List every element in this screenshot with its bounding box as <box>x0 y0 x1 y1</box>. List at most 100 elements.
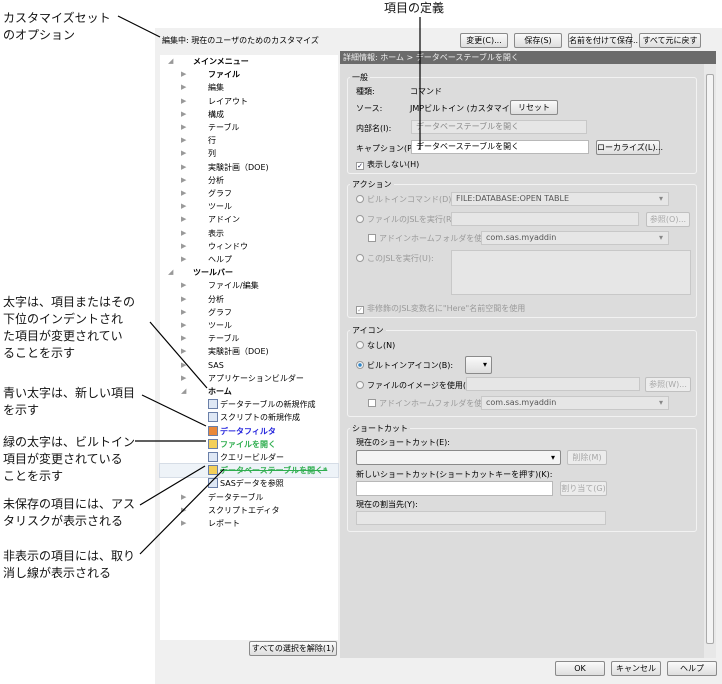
customization-tree[interactable]: ◢メインメニュー▶ファイル▶編集▶レイアウト▶構成▶テーブル▶行▶列▶実験計画（… <box>159 55 339 640</box>
collapsed-arrow-icon[interactable]: ▶ <box>181 347 187 356</box>
localize-button[interactable]: ローカライズ(L)... <box>596 140 663 155</box>
clear-selection-button[interactable]: すべての選択を解除(1) <box>249 641 337 656</box>
help-button[interactable]: ヘルプ <box>667 661 717 676</box>
tree-item[interactable]: ▶グラフ <box>160 187 338 200</box>
tree-item[interactable]: ▶行 <box>160 134 338 147</box>
collapsed-arrow-icon[interactable]: ▶ <box>181 241 187 250</box>
collapsed-arrow-icon[interactable]: ▶ <box>181 96 187 105</box>
collapsed-arrow-icon[interactable]: ▶ <box>181 519 187 527</box>
tree-item[interactable]: ▶ファイル/編集 <box>160 279 338 292</box>
collapsed-arrow-icon[interactable]: ▶ <box>181 334 187 343</box>
tree-item[interactable]: ▶テーブル <box>160 121 338 134</box>
tree-item[interactable]: ▶レポート <box>160 517 338 530</box>
tree-item[interactable]: ▶ツール <box>160 200 338 213</box>
hide-checkbox[interactable]: ✓表示しない(H) <box>356 160 420 170</box>
tree-item[interactable]: データベーステーブルを開く* <box>159 463 339 479</box>
tree-item[interactable]: ▶ヘルプ <box>160 253 338 266</box>
file-jsl-field[interactable] <box>451 212 639 226</box>
save-as-button[interactable]: 名前を付けて保存... <box>568 33 641 48</box>
tree-item[interactable]: ▶レイアウト <box>160 95 338 108</box>
collapsed-arrow-icon[interactable]: ▶ <box>181 136 187 145</box>
icon-none-radio[interactable]: なし(N) <box>356 340 395 351</box>
collapsed-arrow-icon[interactable]: ▶ <box>181 175 187 184</box>
tree-item[interactable]: ▶列 <box>160 147 338 160</box>
tree-item[interactable]: ◢ホーム <box>160 385 338 398</box>
tree-item[interactable]: ▶実験計画（DOE) <box>160 345 338 358</box>
collapsed-arrow-icon[interactable]: ▶ <box>181 228 187 237</box>
tree-item[interactable]: SASデータを参照 <box>160 477 338 490</box>
tree-item[interactable]: ▶実験計画（DOE) <box>160 161 338 174</box>
tree-item[interactable]: ファイルを開く <box>160 438 338 451</box>
tree-item[interactable]: ▶SAS <box>160 359 338 372</box>
tree-item[interactable]: ▶分析 <box>160 293 338 306</box>
image-file-field[interactable] <box>466 377 640 391</box>
tree-item[interactable]: スクリプトの新規作成 <box>160 411 338 424</box>
cancel-button[interactable]: キャンセル <box>611 661 661 676</box>
tree-item[interactable]: データテーブルの新規作成 <box>160 398 338 411</box>
jsl-script-textarea[interactable] <box>451 250 691 295</box>
current-shortcut-dropdown[interactable]: ▾ <box>356 450 561 465</box>
tree-item[interactable]: ▶テーブル <box>160 332 338 345</box>
collapsed-arrow-icon[interactable]: ▶ <box>181 109 187 118</box>
tree-item[interactable]: ◢メインメニュー <box>160 55 338 68</box>
scrollbar-thumb[interactable] <box>706 74 714 644</box>
tree-item[interactable]: ▶グラフ <box>160 306 338 319</box>
collapsed-arrow-icon[interactable]: ▶ <box>181 149 187 158</box>
change-button[interactable]: 変更(C)... <box>460 33 508 48</box>
collapsed-arrow-icon[interactable]: ▶ <box>181 162 187 171</box>
ok-button[interactable]: OK <box>555 661 605 676</box>
caption-field[interactable]: データベーステーブルを開く <box>411 140 589 154</box>
revert-all-button[interactable]: すべて元に戻す <box>639 33 701 48</box>
collapsed-arrow-icon[interactable]: ▶ <box>181 83 187 92</box>
browse-jsl-button[interactable]: 参照(O)... <box>646 212 690 227</box>
tree-item[interactable]: ▶ツール <box>160 319 338 332</box>
new-shortcut-field[interactable] <box>356 481 553 496</box>
reset-button[interactable]: リセット <box>510 100 558 115</box>
collapsed-arrow-icon[interactable]: ▶ <box>181 202 187 211</box>
collapsed-arrow-icon[interactable]: ▶ <box>181 123 187 131</box>
details-scrollbar[interactable] <box>704 64 716 658</box>
here-namespace-checkbox[interactable]: ✓非修飾のJSL変数名に"Here"名前空間を使用 <box>356 304 526 314</box>
expanded-arrow-icon[interactable]: ◢ <box>168 57 174 65</box>
builtin-icon-radio[interactable]: ビルトインアイコン(B): <box>356 360 453 371</box>
tree-item[interactable]: ▶アドイン <box>160 213 338 226</box>
tree-item[interactable]: ▶ウィンドウ <box>160 240 338 253</box>
tree-item[interactable]: ◢ツールバー <box>160 266 338 279</box>
builtin-command-dropdown[interactable]: FILE:DATABASE:OPEN TABLE <box>451 192 669 206</box>
icon-addin-folder-checkbox[interactable]: アドインホームフォルダを使用: <box>368 398 493 409</box>
collapsed-arrow-icon[interactable]: ▶ <box>181 255 187 263</box>
collapsed-arrow-icon[interactable]: ▶ <box>181 360 187 369</box>
tree-item[interactable]: ▶表示 <box>160 227 338 240</box>
tree-item[interactable]: ▶編集 <box>160 81 338 94</box>
collapsed-arrow-icon[interactable]: ▶ <box>181 307 187 316</box>
delete-shortcut-button[interactable]: 削除(M) <box>567 450 607 465</box>
collapsed-arrow-icon[interactable]: ▶ <box>181 70 187 79</box>
this-jsl-radio[interactable]: このJSLを実行(U): <box>356 253 434 264</box>
tree-item[interactable]: ▶構成 <box>160 108 338 121</box>
icon-addin-folder-dropdown[interactable]: com.sas.myaddin <box>481 396 669 410</box>
collapsed-arrow-icon[interactable]: ▶ <box>181 373 187 382</box>
expanded-arrow-icon[interactable]: ◢ <box>181 387 187 395</box>
addin-folder-dropdown[interactable]: com.sas.myaddin <box>481 231 669 245</box>
collapsed-arrow-icon[interactable]: ▶ <box>181 492 187 501</box>
collapsed-arrow-icon[interactable]: ▶ <box>181 189 187 197</box>
collapsed-arrow-icon[interactable]: ▶ <box>181 321 187 329</box>
tree-item[interactable]: クエリービルダー <box>160 451 338 464</box>
collapsed-arrow-icon[interactable]: ▶ <box>181 215 187 224</box>
builtin-command-radio[interactable]: ビルトインコマンド(D): <box>356 194 454 205</box>
file-image-radio[interactable]: ファイルのイメージを使用(F): <box>356 380 476 391</box>
builtin-icon-picker[interactable]: ▾ <box>465 356 492 374</box>
assign-shortcut-button[interactable]: 割り当て(G) <box>560 481 607 496</box>
expanded-arrow-icon[interactable]: ◢ <box>168 268 174 277</box>
save-button[interactable]: 保存(S) <box>514 33 562 48</box>
file-jsl-radio[interactable]: ファイルのJSLを実行(R): <box>356 214 457 225</box>
tree-item[interactable]: ▶ファイル <box>160 68 338 81</box>
tree-item[interactable]: ▶データテーブル <box>160 491 338 504</box>
browse-image-button[interactable]: 参照(W)... <box>645 377 691 392</box>
tree-item[interactable]: ▶分析 <box>160 174 338 187</box>
collapsed-arrow-icon[interactable]: ▶ <box>181 294 187 303</box>
tree-item[interactable]: データフィルタ <box>160 425 338 438</box>
tree-item[interactable]: ▶アプリケーションビルダー <box>160 372 338 385</box>
addin-folder-checkbox[interactable]: アドインホームフォルダを使用: <box>368 233 493 244</box>
collapsed-arrow-icon[interactable]: ▶ <box>181 281 187 290</box>
